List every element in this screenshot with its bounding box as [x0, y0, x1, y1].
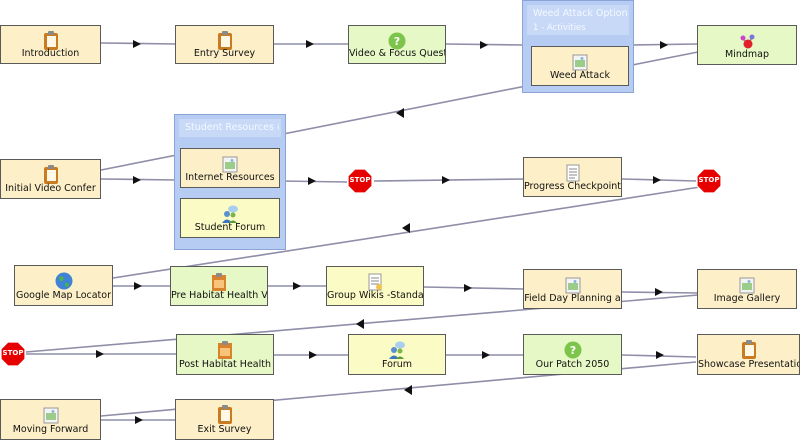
node-label: Exit Survey — [197, 424, 252, 435]
group-title: Student Resources & — [185, 122, 279, 133]
node-label: Progress Checkpoint — [524, 181, 621, 192]
stop-sign-icon — [696, 168, 722, 194]
group-header: Student Resources & — [179, 119, 281, 137]
activity-group-wikis[interactable]: Group Wikis -Standard — [326, 266, 424, 306]
activity-introduction[interactable]: Introduction — [0, 25, 101, 64]
notepad-icon — [42, 31, 60, 51]
activity-mindmap[interactable]: Mindmap — [697, 25, 797, 65]
activity-internet-resources[interactable]: Internet Resources — [180, 148, 280, 188]
question-icon: ? — [388, 31, 406, 51]
node-label: Showcase Presentation — [698, 359, 799, 370]
activity-moving-forward[interactable]: Moving Forward — [0, 399, 101, 440]
stop-sign-icon — [0, 341, 26, 367]
node-label: Post Habitat Health — [178, 359, 272, 370]
stop-gate[interactable]: STOP — [0, 341, 26, 367]
globe-icon — [55, 271, 73, 291]
node-label: Field Day Planning a — [524, 293, 621, 304]
stop-sign-icon — [347, 168, 373, 194]
group-title: Weed Attack Optional — [533, 8, 627, 19]
activity-our-patch-2050[interactable]: ? Our Patch 2050 — [523, 334, 622, 375]
stop-label: STOP — [2, 349, 24, 357]
node-label: Forum — [381, 359, 413, 370]
activity-pre-habitat-health[interactable]: Pre Habitat Health V — [170, 266, 268, 306]
node-label: Introduction — [21, 48, 80, 59]
image-icon — [571, 52, 589, 72]
node-label: Our Patch 2050 — [535, 359, 610, 370]
stop-gate[interactable]: STOP — [347, 168, 373, 194]
checklist-icon — [564, 163, 582, 183]
activity-video-focus-questions[interactable]: ? Video & Focus Questi — [348, 25, 446, 64]
question-icon: ? — [564, 340, 582, 360]
image-icon — [42, 405, 60, 425]
activity-post-habitat-health[interactable]: Post Habitat Health — [176, 334, 274, 375]
image-icon — [221, 154, 239, 174]
activity-student-forum[interactable]: Student Forum — [180, 198, 280, 238]
group-header: Weed Attack Optional 1 - Activities — [527, 5, 629, 35]
activity-progress-checkpoint[interactable]: Progress Checkpoint — [523, 157, 622, 197]
activity-field-day-planning[interactable]: Field Day Planning a — [523, 269, 622, 309]
node-label: Moving Forward — [12, 424, 89, 435]
clipboard-icon — [210, 272, 228, 292]
notepad-icon — [216, 405, 234, 425]
notepad-icon — [42, 165, 60, 185]
activity-initial-video-conference[interactable]: Initial Video Confer — [0, 159, 101, 199]
svg-text:?: ? — [569, 344, 575, 357]
activity-exit-survey[interactable]: Exit Survey — [175, 399, 274, 440]
stop-gate[interactable]: STOP — [696, 168, 722, 194]
forum-icon — [388, 340, 406, 360]
image-icon — [564, 275, 582, 295]
molecule-icon — [738, 31, 756, 51]
node-label: Weed Attack — [550, 70, 610, 81]
node-label: Initial Video Confer — [5, 183, 96, 194]
clipboard-icon — [216, 340, 234, 360]
activity-google-map-locator[interactable]: Google Map Locator — [14, 265, 113, 306]
node-label: Group Wikis -Standard — [327, 290, 423, 301]
node-label: Video & Focus Questi — [349, 48, 445, 59]
notepad-icon — [216, 31, 234, 51]
stop-label: STOP — [349, 176, 371, 184]
node-label: Student Forum — [194, 222, 266, 233]
image-icon — [738, 275, 756, 295]
node-label: Image Gallery — [713, 293, 781, 304]
svg-text:?: ? — [394, 35, 400, 48]
activity-showcase-presentation[interactable]: Showcase Presentation — [697, 334, 800, 375]
activity-weed-attack[interactable]: Weed Attack — [531, 46, 629, 86]
activity-entry-survey[interactable]: Entry Survey — [175, 25, 274, 64]
wiki-icon — [366, 272, 384, 292]
node-label: Mindmap — [725, 49, 769, 60]
node-label: Pre Habitat Health V — [171, 290, 267, 301]
notepad-icon — [740, 340, 758, 360]
node-label: Entry Survey — [193, 48, 256, 59]
forum-icon — [221, 204, 239, 224]
activity-forum[interactable]: Forum — [348, 334, 446, 375]
group-subtitle: 1 - Activities — [533, 23, 586, 33]
node-label: Google Map Locator — [15, 290, 111, 301]
node-label: Internet Resources — [185, 172, 275, 183]
activity-image-gallery[interactable]: Image Gallery — [697, 269, 797, 309]
stop-label: STOP — [698, 176, 720, 184]
